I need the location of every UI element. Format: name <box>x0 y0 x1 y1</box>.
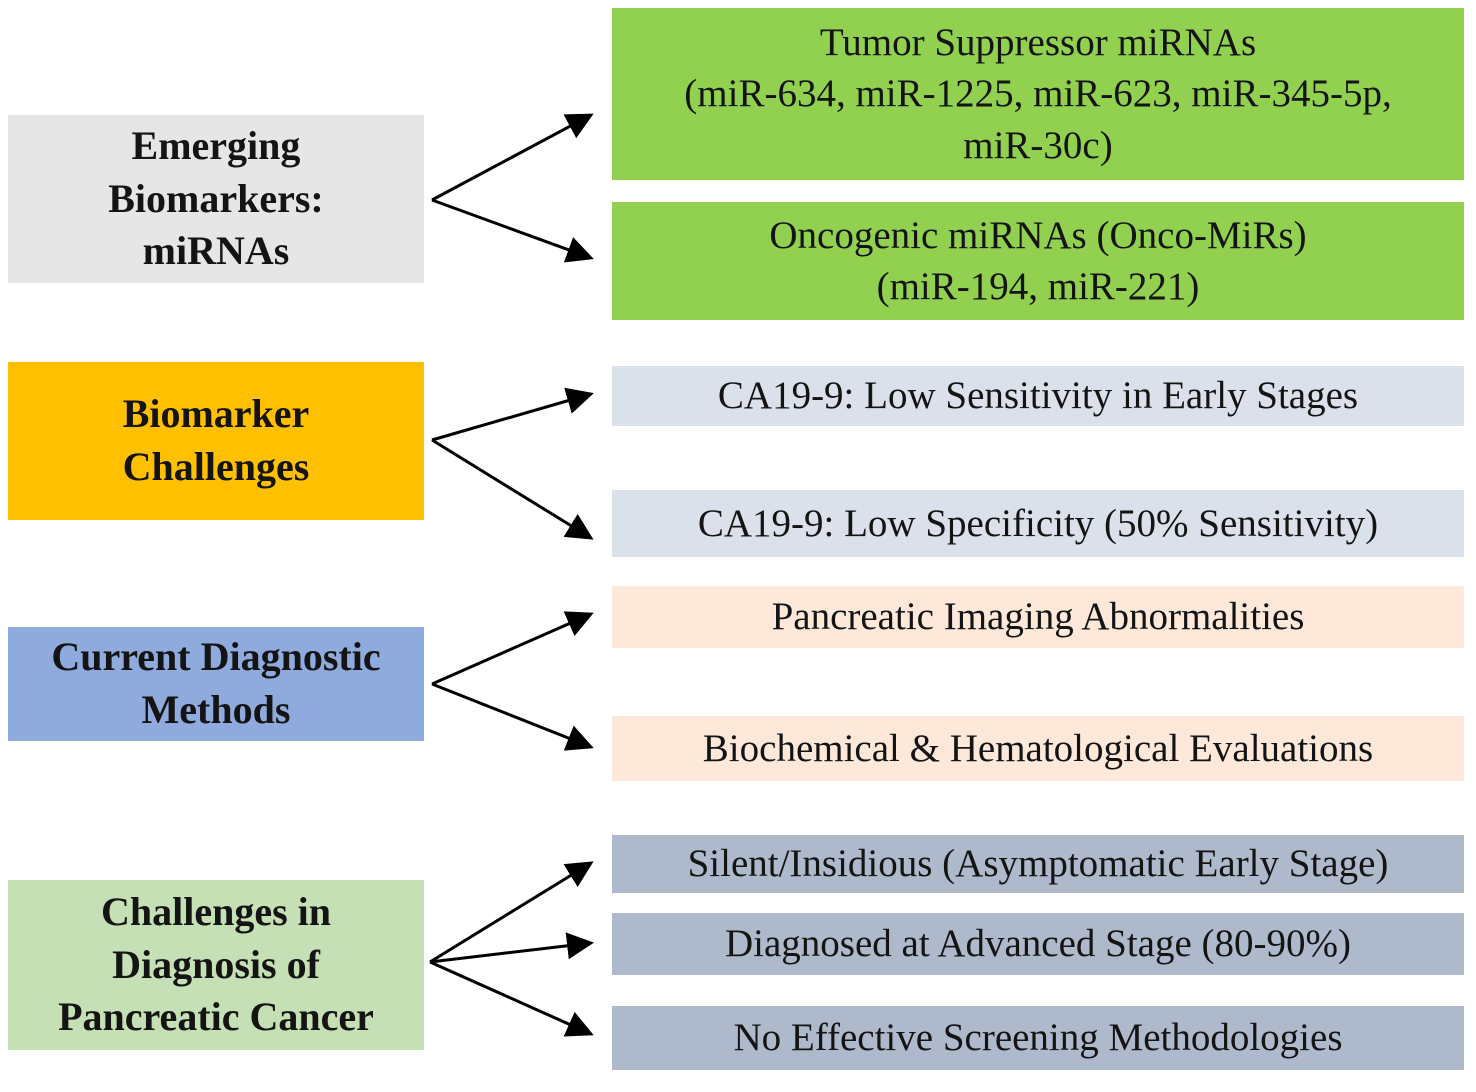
detail-label-ca19-9-low-specificity: CA19-9: Low Specificity (50% Sensitivity… <box>697 501 1379 545</box>
category-label-challenges-in-diagnosis: Challenges in Diagnosis of Pancreatic Ca… <box>58 888 374 1040</box>
arrow-s2-t2 <box>431 438 594 540</box>
arrow-s1-t2 <box>431 198 594 263</box>
category-box-emerging-biomarkers-mirnas: Emerging Biomarkers: miRNAs <box>8 115 424 283</box>
detail-label-no-effective-screening: No Effective Screening Methodologies <box>733 1016 1343 1060</box>
category-box-challenges-in-diagnosis: Challenges in Diagnosis of Pancreatic Ca… <box>8 880 424 1050</box>
detail-label-biochemical-hematological-evaluations: Biochemical & Hematological Evaluations <box>702 726 1374 770</box>
detail-label-pancreatic-imaging-abnormalities: Pancreatic Imaging Abnormalities <box>771 595 1305 639</box>
detail-label-ca19-9-low-sensitivity: CA19-9: Low Sensitivity in Early Stages <box>717 374 1359 418</box>
detail-box-silent-insidious: Silent/Insidious (Asymptomatic Early Sta… <box>612 835 1464 893</box>
category-box-current-diagnostic-methods: Current Diagnostic Methods <box>8 627 424 741</box>
detail-box-diagnosed-advanced-stage: Diagnosed at Advanced Stage (80-90%) <box>612 913 1464 975</box>
arrow-s2-t1 <box>431 387 594 442</box>
detail-label-silent-insidious: Silent/Insidious (Asymptomatic Early Sta… <box>687 842 1389 886</box>
detail-box-pancreatic-imaging-abnormalities: Pancreatic Imaging Abnormalities <box>612 586 1464 648</box>
detail-label-oncogenic-mirnas: Oncogenic miRNAs (Onco-MiRs) (miR-194, m… <box>769 213 1307 308</box>
category-label-current-diagnostic-methods: Current Diagnostic Methods <box>51 634 381 732</box>
detail-box-ca19-9-low-sensitivity: CA19-9: Low Sensitivity in Early Stages <box>612 366 1464 426</box>
detail-box-biochemical-hematological-evaluations: Biochemical & Hematological Evaluations <box>612 716 1464 781</box>
detail-label-tumor-suppressor-mirnas: Tumor Suppressor miRNAs (miR-634, miR-12… <box>684 20 1392 167</box>
category-label-biomarker-challenges: Biomarker Challenges <box>122 391 310 489</box>
arrow-s3-t2 <box>431 682 594 751</box>
arrow-s1-t1 <box>431 113 594 202</box>
detail-box-tumor-suppressor-mirnas: Tumor Suppressor miRNAs (miR-634, miR-12… <box>612 8 1464 180</box>
arrow-s3-t1 <box>431 611 594 686</box>
arrow-s4-t1 <box>429 861 594 964</box>
detail-box-oncogenic-mirnas: Oncogenic miRNAs (Onco-MiRs) (miR-194, m… <box>612 202 1464 320</box>
detail-box-no-effective-screening: No Effective Screening Methodologies <box>612 1006 1464 1070</box>
category-box-biomarker-challenges: Biomarker Challenges <box>8 362 424 520</box>
detail-label-diagnosed-advanced-stage: Diagnosed at Advanced Stage (80-90%) <box>725 922 1351 966</box>
detail-box-ca19-9-low-specificity: CA19-9: Low Specificity (50% Sensitivity… <box>612 490 1464 557</box>
arrow-s4-t2 <box>429 932 594 964</box>
arrow-s4-t3 <box>429 960 594 1037</box>
category-label-emerging-biomarkers: Emerging Biomarkers: miRNAs <box>108 122 324 274</box>
